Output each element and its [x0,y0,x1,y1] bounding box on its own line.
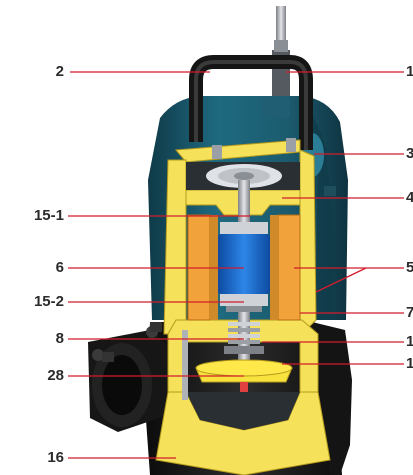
label-7: 7 [406,304,413,321]
impeller [195,359,293,392]
discharge-flange [88,326,168,432]
leader-5-b [315,267,367,293]
lifting-handle [189,55,313,150]
label-4: 4 [406,189,413,206]
label-1-low: 1 [406,355,413,372]
label-6: 6 [55,259,64,276]
label-5: 5 [406,259,413,276]
label-15-1: 15-1 [33,207,64,224]
label-16: 16 [47,449,64,466]
label-2: 2 [55,63,64,80]
label-28: 28 [47,367,64,384]
label-8: 8 [55,330,64,347]
mechanical-seal [224,322,264,354]
bolts [102,138,336,400]
label-1-top: 1 [406,63,413,80]
label-3: 3 [406,145,413,162]
label-1-mid: 1 [406,333,413,350]
label-15-2: 15-2 [33,293,64,310]
leader-lines [68,71,404,459]
